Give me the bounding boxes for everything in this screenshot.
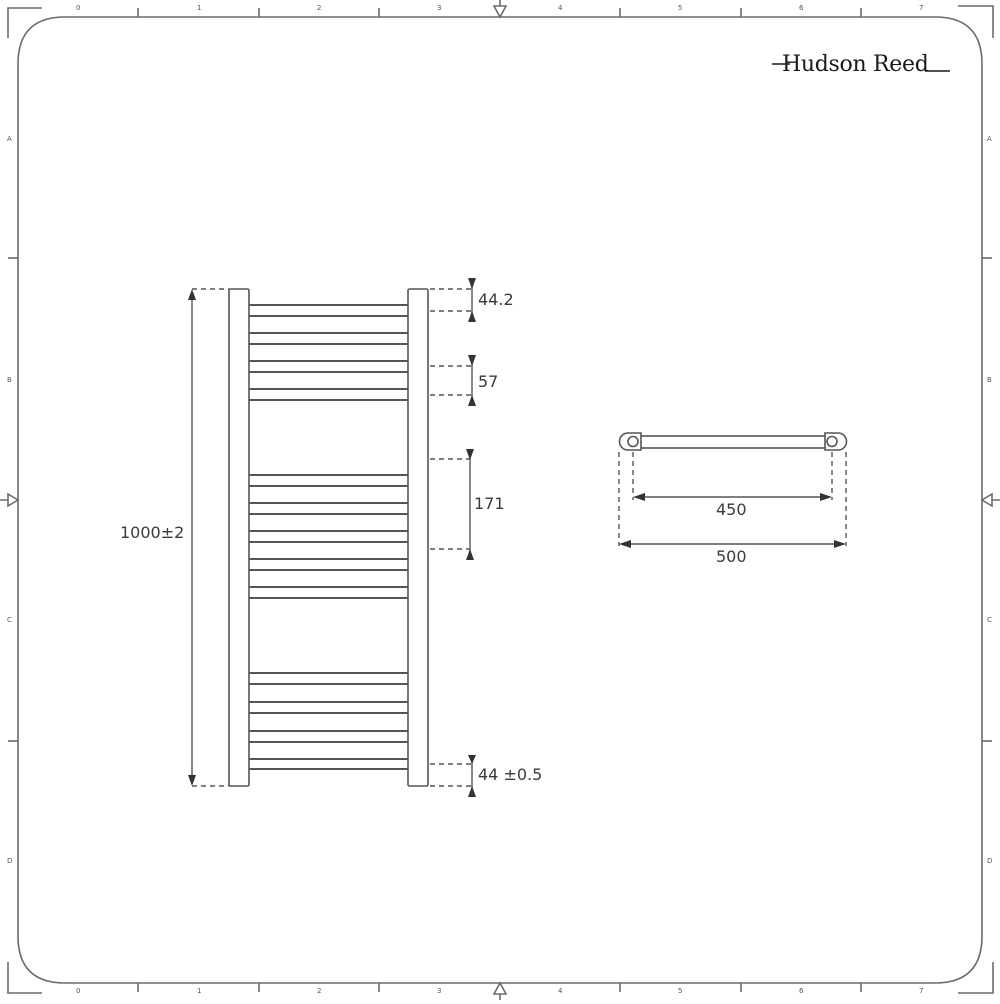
right-upright — [407, 288, 429, 787]
column-label-top: 4 — [558, 4, 563, 12]
column-label-bottom: 1 — [197, 987, 202, 995]
left-ruler-ticks — [8, 257, 18, 742]
row-label-right: A — [987, 135, 992, 143]
centre-mark-left-icon — [0, 492, 20, 508]
centre-mark-bottom-icon — [492, 981, 508, 1000]
drawing-border — [17, 16, 983, 984]
column-label-top: 0 — [76, 4, 81, 12]
column-label-bottom: 0 — [76, 987, 81, 995]
column-label-bottom: 3 — [437, 987, 442, 995]
column-label-top: 7 — [919, 4, 924, 12]
column-label-bottom: 2 — [317, 987, 322, 995]
row-label-right: B — [987, 376, 992, 384]
right-ruler-ticks — [982, 257, 992, 742]
corner-bracket-bottom-left — [7, 962, 42, 994]
bars-top-group — [249, 304, 408, 401]
top-gap-label: 44.2 — [478, 290, 514, 309]
bars-middle-group — [249, 474, 408, 599]
bottom-gap-dimension — [430, 755, 476, 797]
column-label-bottom: 6 — [799, 987, 804, 995]
corner-bracket-top-right — [958, 5, 994, 38]
height-label: 1000±2 — [120, 523, 185, 542]
row-label-right: D — [987, 857, 993, 865]
overall-width-dimension — [618, 452, 847, 548]
left-upright — [228, 288, 250, 787]
bottom-gap-label: 44 ±0.5 — [478, 765, 543, 784]
row-label-left: D — [7, 857, 13, 865]
group-gap-label: 171 — [474, 494, 505, 513]
bottom-ruler-ticks — [137, 983, 862, 992]
right-bracket-hole — [826, 435, 838, 448]
bar-pitch-label: 57 — [478, 372, 499, 391]
column-label-bottom: 4 — [558, 987, 563, 995]
top-gap-dimension — [430, 278, 476, 322]
row-label-right: C — [987, 616, 992, 624]
left-bracket-hole — [627, 435, 639, 448]
top-view-radiator — [618, 432, 848, 451]
row-label-left: C — [7, 616, 12, 624]
column-label-top: 6 — [799, 4, 804, 12]
height-dimension — [188, 288, 229, 787]
column-label-bottom: 5 — [678, 987, 683, 995]
centres-label: 450 — [716, 500, 747, 519]
overall-width-label: 500 — [716, 547, 747, 566]
brand-logo: Hudson Reed — [782, 52, 929, 77]
bar-pitch-dimension — [430, 355, 476, 406]
top-view-rail — [639, 435, 827, 449]
group-gap-dimension — [430, 449, 474, 560]
column-label-bottom: 7 — [919, 987, 924, 995]
column-label-top: 1 — [197, 4, 202, 12]
corner-bracket-bottom-right — [958, 962, 994, 994]
bars-bottom-group — [249, 672, 408, 770]
row-label-left: B — [7, 376, 12, 384]
corner-bracket-top-left — [7, 7, 42, 38]
column-label-top: 2 — [317, 4, 322, 12]
centre-mark-top-icon — [492, 0, 508, 19]
top-ruler-ticks — [137, 8, 862, 17]
front-view-radiator — [228, 288, 429, 787]
column-label-top: 5 — [678, 4, 683, 12]
centres-dimension — [632, 452, 833, 501]
column-label-top: 3 — [437, 4, 442, 12]
centre-mark-right-icon — [980, 492, 1000, 508]
row-label-left: A — [7, 135, 12, 143]
